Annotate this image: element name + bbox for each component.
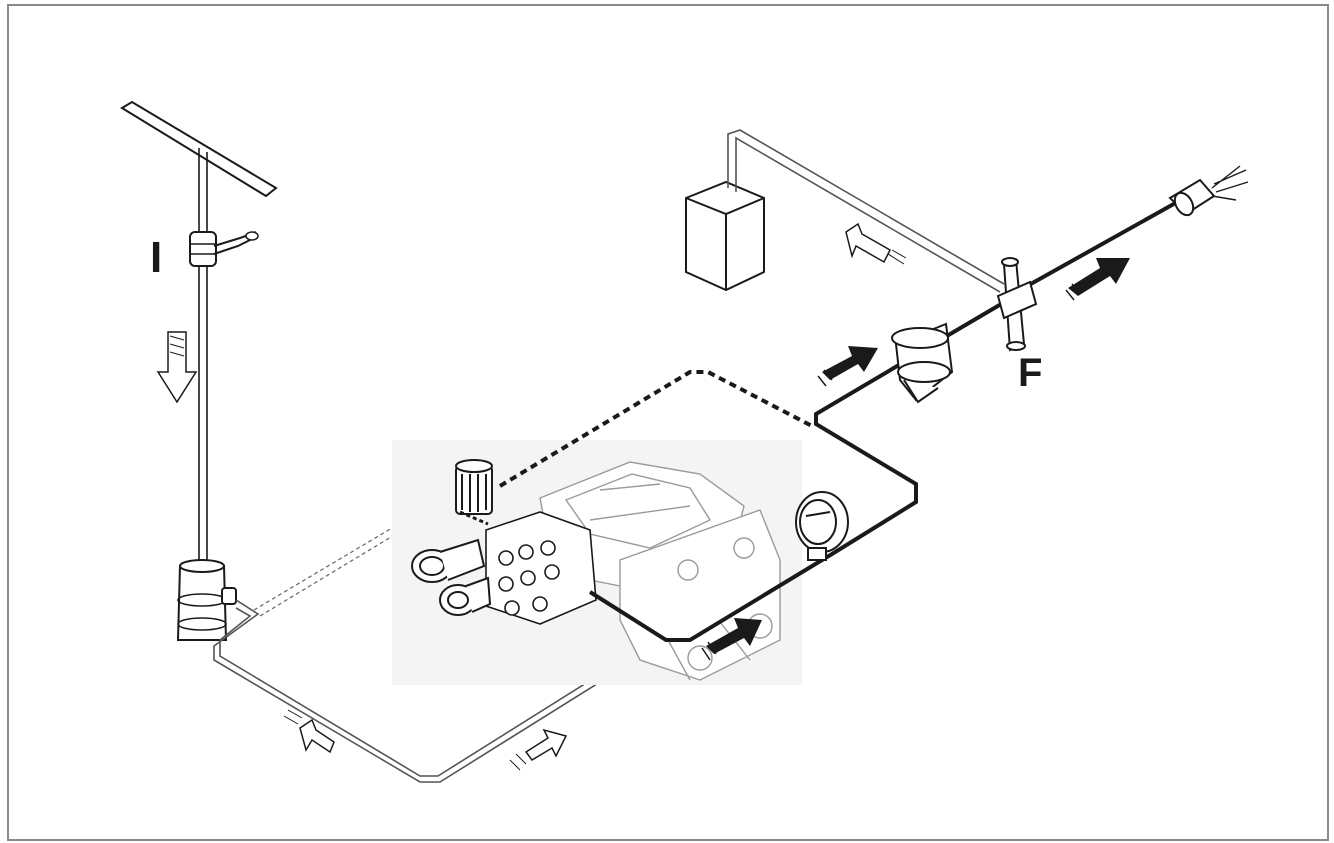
high-pressure-line xyxy=(588,194,1189,642)
pulse-damper xyxy=(891,322,954,404)
pump-head xyxy=(485,511,597,625)
supply-pipe xyxy=(198,148,208,565)
inline-filter xyxy=(176,559,237,641)
pressure-gauge xyxy=(795,491,849,561)
flow-arrow-to-damper xyxy=(817,346,878,387)
bypass-line-dashed xyxy=(498,370,813,488)
unloader-valve xyxy=(455,459,493,515)
flow-arrow-suction-left xyxy=(283,709,335,754)
flow-arrow-pump-outlet xyxy=(701,618,762,661)
diagram-frame xyxy=(7,4,1329,841)
tee-fitting xyxy=(996,257,1038,352)
flow-arrow-suction-right xyxy=(509,728,568,771)
spray-nozzle xyxy=(1168,165,1249,217)
flow-arrow-down xyxy=(156,331,198,404)
tank-return-pipe xyxy=(727,129,1005,293)
inlet-valve xyxy=(189,231,259,267)
label-fitting: F xyxy=(1018,351,1042,395)
flow-arrow-tank-return xyxy=(845,222,907,265)
label-inlet-valve: I xyxy=(150,233,162,282)
storage-tank xyxy=(685,180,765,292)
pump-inlet-port xyxy=(411,538,492,616)
flow-arrow-to-nozzle xyxy=(1065,258,1130,301)
unloader-link-dashed xyxy=(459,510,489,526)
